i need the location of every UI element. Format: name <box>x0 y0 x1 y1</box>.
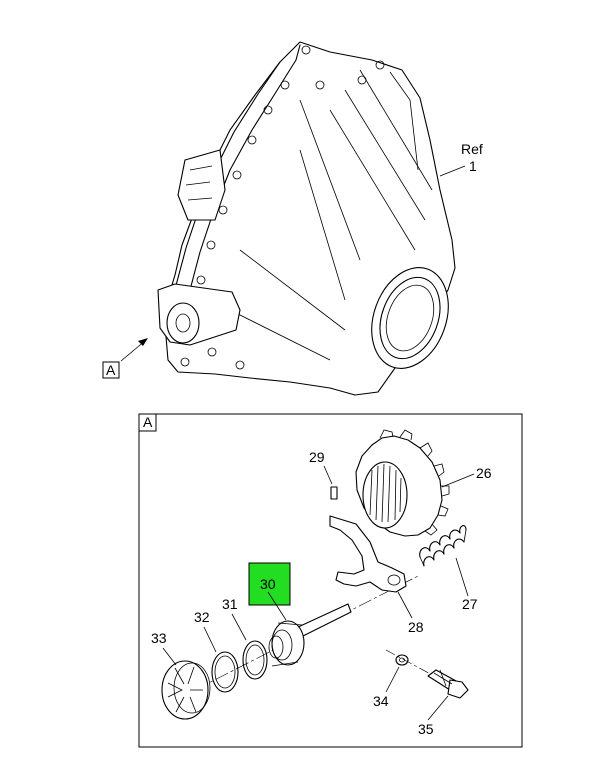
highlight-box-30[interactable] <box>248 562 291 606</box>
o-ring-part-31 <box>242 640 268 680</box>
leader-32 <box>203 626 217 653</box>
shift-shaft-part-30 <box>268 603 352 667</box>
detail-view-a-frame <box>138 413 523 748</box>
callout-26[interactable]: 26 <box>476 465 492 481</box>
leader-28 <box>397 591 413 619</box>
leader-31 <box>231 613 247 641</box>
callout-28[interactable]: 28 <box>408 619 424 635</box>
leader-26 <box>441 473 475 488</box>
leader-34 <box>385 666 400 693</box>
leader-27 <box>455 557 469 597</box>
switch-part-35 <box>427 669 469 699</box>
callout-31[interactable]: 31 <box>222 596 238 612</box>
ring-part-32 <box>211 651 239 693</box>
gear-part-26 <box>355 429 450 537</box>
view-a-pointer-label: A <box>106 362 116 378</box>
shift-fork-part-28 <box>329 515 407 593</box>
leader-33 <box>162 647 177 666</box>
callout-32[interactable]: 32 <box>194 609 210 625</box>
detail-view-a-tag <box>138 413 157 432</box>
callout-35[interactable]: 35 <box>418 721 434 737</box>
spring-part-27 <box>419 525 467 567</box>
transmission-housing <box>157 41 456 396</box>
view-a-pointer-box[interactable] <box>102 361 120 379</box>
callout-27[interactable]: 27 <box>462 596 478 612</box>
ref-leader-line <box>439 165 466 177</box>
ref-label: Ref <box>461 141 483 157</box>
callout-34[interactable]: 34 <box>373 693 389 709</box>
callout-30[interactable]: 30 <box>260 576 276 592</box>
cap-part-33 <box>161 660 211 720</box>
detail-view-a-label: A <box>143 414 153 430</box>
pin-part-29 <box>330 486 338 500</box>
leader-29 <box>323 465 333 485</box>
leader-30 <box>267 591 287 621</box>
ref-number-1: 1 <box>469 158 477 174</box>
view-a-arrowhead <box>138 338 148 346</box>
leader-35 <box>427 695 449 721</box>
callout-33[interactable]: 33 <box>151 630 167 646</box>
callout-29[interactable]: 29 <box>309 449 325 465</box>
